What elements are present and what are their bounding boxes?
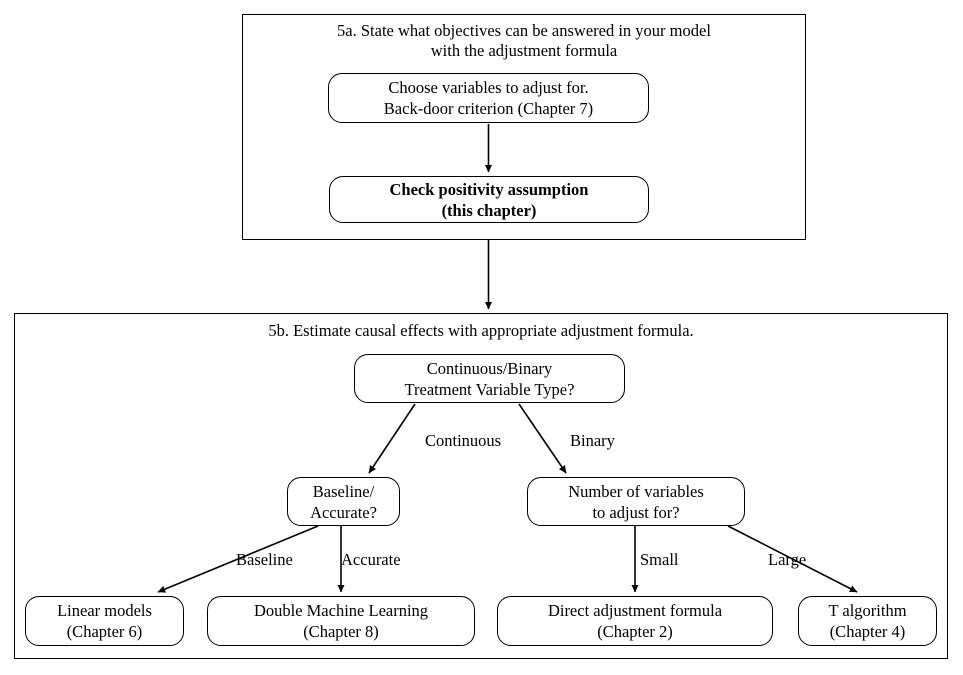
node-direct-adjustment-formula[interactable]: Direct adjustment formula (Chapter 2)	[497, 596, 773, 646]
edge-label-continuous: Continuous	[425, 431, 502, 450]
node-check-positivity[interactable]: Check positivity assumption (this chapte…	[329, 176, 649, 223]
node-number-of-variables[interactable]: Number of variables to adjust for?	[527, 477, 745, 526]
edge-label-accurate: Accurate	[341, 550, 401, 569]
cluster-box-5b	[14, 313, 948, 659]
node-choose-variables[interactable]: Choose variables to adjust for. Back-doo…	[328, 73, 649, 123]
cluster-title-5a: 5a. State what objectives can be answere…	[337, 21, 711, 60]
node-treatment-variable-type[interactable]: Continuous/Binary Treatment Variable Typ…	[354, 354, 625, 403]
node-double-machine-learning[interactable]: Double Machine Learning (Chapter 8)	[207, 596, 475, 646]
node-linear-models[interactable]: Linear models (Chapter 6)	[25, 596, 184, 646]
node-baseline-accurate[interactable]: Baseline/ Accurate?	[287, 477, 400, 526]
edge-label-binary: Binary	[570, 431, 615, 450]
edge-label-baseline: Baseline	[236, 550, 293, 569]
edge-label-large: Large	[768, 550, 807, 569]
edge-label-small: Small	[640, 550, 679, 569]
cluster-box-5a	[242, 14, 806, 240]
cluster-title-5b: 5b. Estimate causal effects with appropr…	[268, 321, 694, 340]
node-t-algorithm[interactable]: T algorithm (Chapter 4)	[798, 596, 937, 646]
